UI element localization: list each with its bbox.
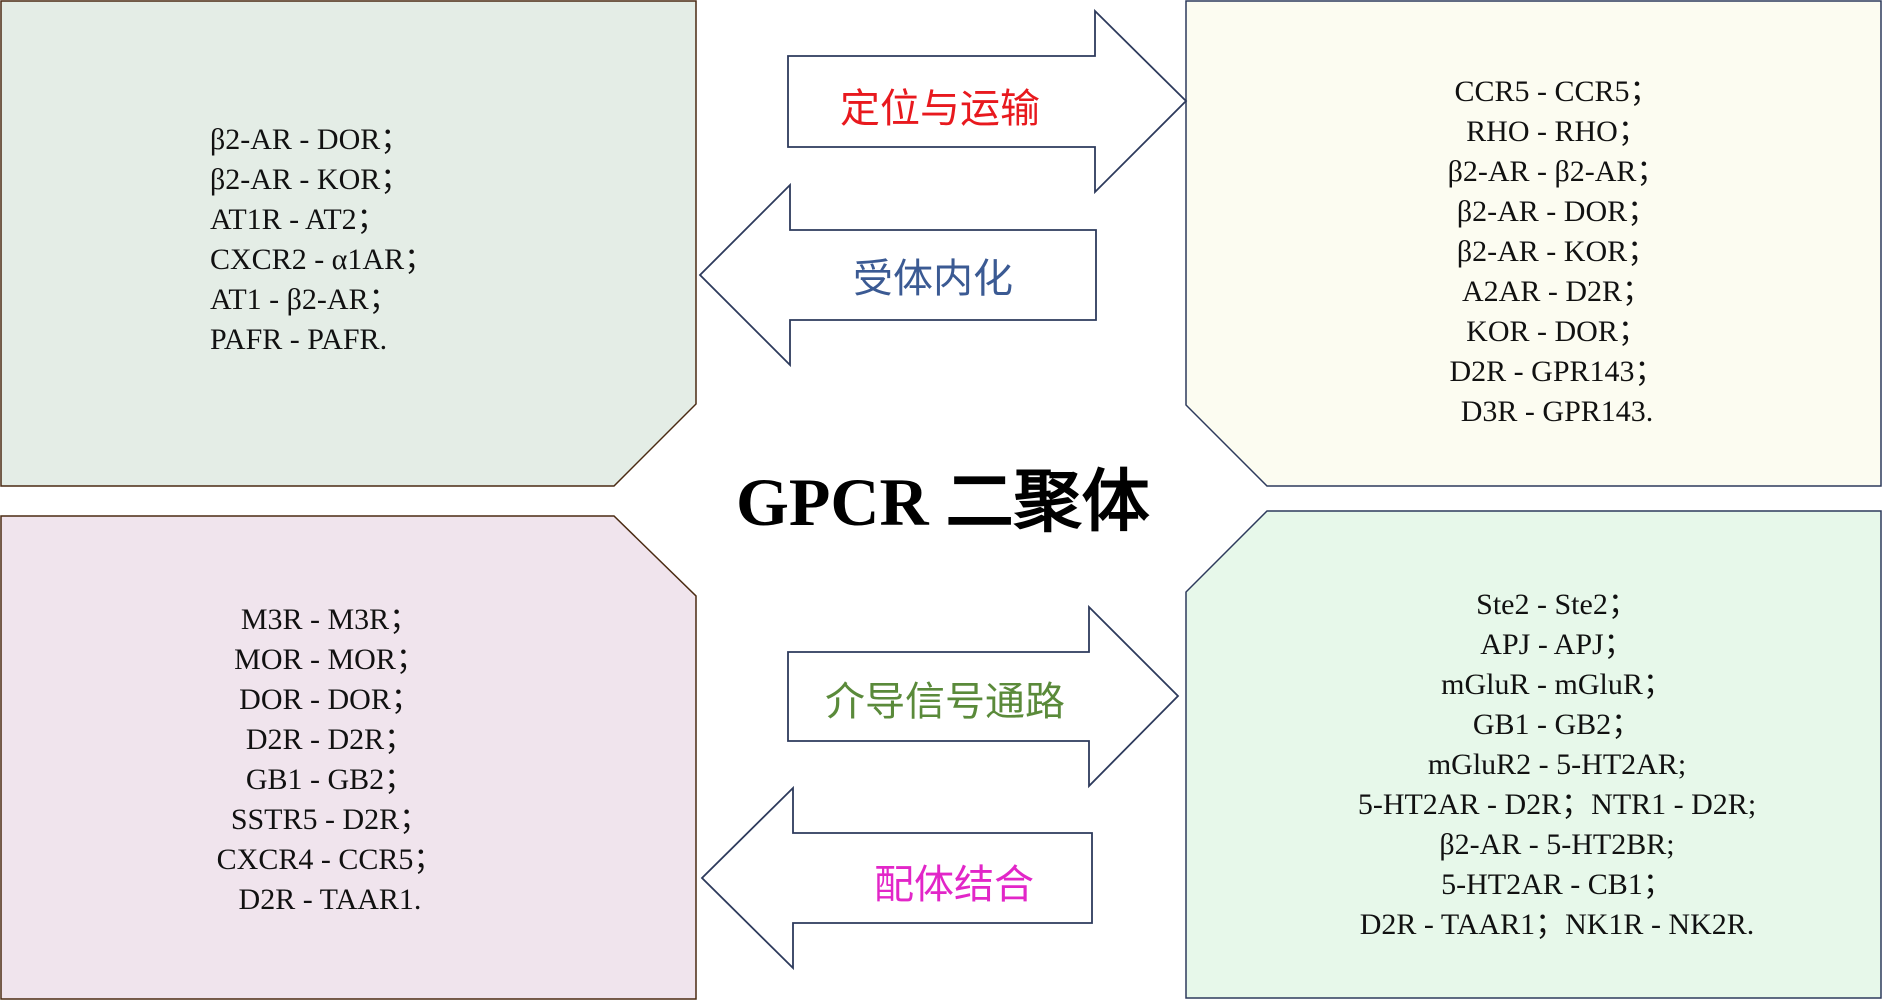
dimer-pair-item: D2R - D2R； bbox=[245, 723, 415, 756]
box-bottom-left bbox=[0, 515, 697, 1000]
dimer-pair-item: GB1 - GB2； bbox=[1472, 708, 1642, 741]
box-bottom-left-text: M3R - M3R； MOR - MOR； DOR - DOR； D2R - D2R；… bbox=[110, 600, 550, 920]
center-title: GPCR 二聚体 bbox=[736, 464, 1150, 540]
dimer-pair-item: D3R - GPR143. bbox=[1460, 395, 1654, 428]
box-bottom-right-text: Ste2 - Ste2； APJ - APJ； mGluR - mGluR； GB1 … bbox=[1186, 585, 1882, 945]
dimer-pair-item: β2-AR - DOR； bbox=[1456, 195, 1658, 228]
dimer-pair-item: 5-HT2AR - D2R；NTR1 - D2R; bbox=[1357, 788, 1757, 821]
arrow-signaling bbox=[787, 604, 1180, 789]
dimer-pair-item: 5-HT2AR - CB1； bbox=[1441, 868, 1673, 901]
dimer-pair-item: β2-AR - KOR； bbox=[210, 163, 411, 196]
dimer-pair-item: mGluR2 - 5-HT2AR; bbox=[1427, 748, 1687, 781]
dimer-pair-item: mGluR - mGluR； bbox=[1441, 668, 1673, 701]
box-top-left bbox=[0, 0, 697, 487]
arrow-ligand-binding bbox=[700, 785, 1093, 971]
dimer-pair-item: CXCR4 - CCR5； bbox=[216, 843, 444, 876]
dimer-pair-item: A2AR - D2R； bbox=[1461, 275, 1652, 308]
arrow-label-ligand-binding: 配体结合 bbox=[874, 862, 1034, 908]
dimer-pair-item: β2-AR - DOR； bbox=[210, 123, 411, 156]
dimer-pair-item: β2-AR - 5-HT2BR; bbox=[1439, 828, 1675, 861]
dimer-pair-item: AT1 - β2-AR； bbox=[210, 283, 399, 316]
dimer-pair-item: Ste2 - Ste2； bbox=[1476, 588, 1638, 621]
arrow-label-localization: 定位与运输 bbox=[840, 86, 1040, 132]
dimer-pair-item: D2R - TAAR1. bbox=[238, 883, 422, 916]
dimer-pair-item: M3R - M3R； bbox=[240, 603, 420, 636]
arrow-internalization bbox=[698, 182, 1097, 368]
dimer-pair-item: MOR - MOR； bbox=[234, 643, 426, 676]
dimer-pair-item: β2-AR - β2-AR； bbox=[1447, 155, 1667, 188]
dimer-pair-item: SSTR5 - D2R； bbox=[230, 803, 430, 836]
arrow-label-internalization: 受体内化 bbox=[853, 256, 1013, 302]
box-top-right bbox=[1185, 0, 1882, 487]
dimer-pair-item: PAFR - PAFR. bbox=[210, 323, 388, 356]
dimer-pair-item: AT1R - AT2； bbox=[210, 203, 387, 236]
dimer-pair-item: CXCR2 - α1AR； bbox=[210, 243, 435, 276]
arrow-label-signaling: 介导信号通路 bbox=[825, 679, 1065, 725]
dimer-pair-item: β2-AR - KOR； bbox=[1456, 235, 1658, 268]
dimer-pair-item: GB1 - GB2； bbox=[245, 763, 415, 796]
box-bottom-right bbox=[1185, 510, 1882, 999]
dimer-pair-item: APJ - APJ； bbox=[1480, 628, 1634, 661]
dimer-pair-item: DOR - DOR； bbox=[239, 683, 421, 716]
dimer-pair-item: KOR - DOR； bbox=[1466, 315, 1648, 348]
dimer-pair-item: RHO - RHO； bbox=[1466, 115, 1648, 148]
arrow-localization bbox=[787, 8, 1188, 195]
dimer-pair-item: D2R - TAAR1；NK1R - NK2R. bbox=[1359, 908, 1755, 941]
box-top-right-text: CCR5 - CCR5； RHO - RHO； β2-AR - β2-AR； β2-A… bbox=[1187, 72, 1882, 432]
dimer-pair-item: CCR5 - CCR5； bbox=[1454, 75, 1660, 108]
dimer-pair-item: D2R - GPR143； bbox=[1449, 355, 1665, 388]
box-top-left-text: β2-AR - DOR； β2-AR - KOR； AT1R - AT2； CXCR2… bbox=[210, 120, 434, 360]
